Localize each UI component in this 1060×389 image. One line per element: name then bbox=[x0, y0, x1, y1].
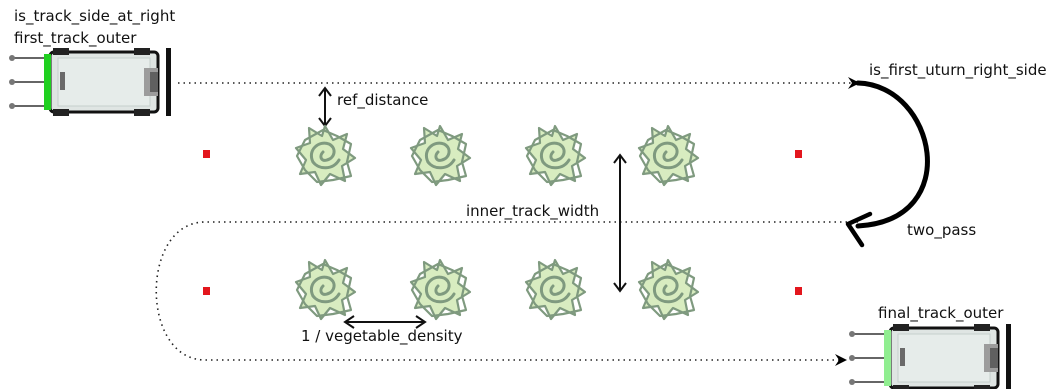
plant-icon bbox=[409, 258, 472, 321]
plant-icon bbox=[294, 124, 357, 187]
corner-marker bbox=[203, 150, 210, 158]
vegetable-density-label: 1 / vegetable_density bbox=[301, 327, 463, 345]
vegetable-density-arrow bbox=[343, 315, 427, 329]
is-track-side-label: is_track_side_at_right bbox=[14, 7, 176, 25]
corner-marker bbox=[795, 287, 802, 295]
two-pass-label: two_pass bbox=[907, 221, 977, 239]
uturn-arrow bbox=[855, 80, 930, 229]
first-track-outer-label: first_track_outer bbox=[14, 29, 137, 47]
return-track-path bbox=[155, 221, 858, 366]
plant-icon bbox=[524, 124, 587, 187]
ref-distance-label: ref_distance bbox=[337, 91, 429, 109]
corner-marker bbox=[795, 150, 802, 158]
uturn-arrowhead bbox=[845, 211, 873, 248]
plant-icon bbox=[524, 258, 587, 321]
inner-track-width-label: inner_track_width bbox=[466, 202, 600, 220]
plant-icon bbox=[637, 258, 700, 321]
is-first-uturn-label: is_first_uturn_right_side bbox=[869, 61, 1047, 79]
inner-track-width-arrow bbox=[613, 153, 627, 293]
plant-icon bbox=[409, 124, 472, 187]
robot-icon bbox=[847, 322, 1013, 389]
robot-icon bbox=[7, 46, 173, 118]
plant-icon bbox=[637, 124, 700, 187]
plant-icon bbox=[294, 258, 357, 321]
corner-marker bbox=[203, 287, 210, 295]
final-track-outer-label: final_track_outer bbox=[878, 304, 1004, 322]
ref-distance-arrow bbox=[318, 86, 332, 128]
